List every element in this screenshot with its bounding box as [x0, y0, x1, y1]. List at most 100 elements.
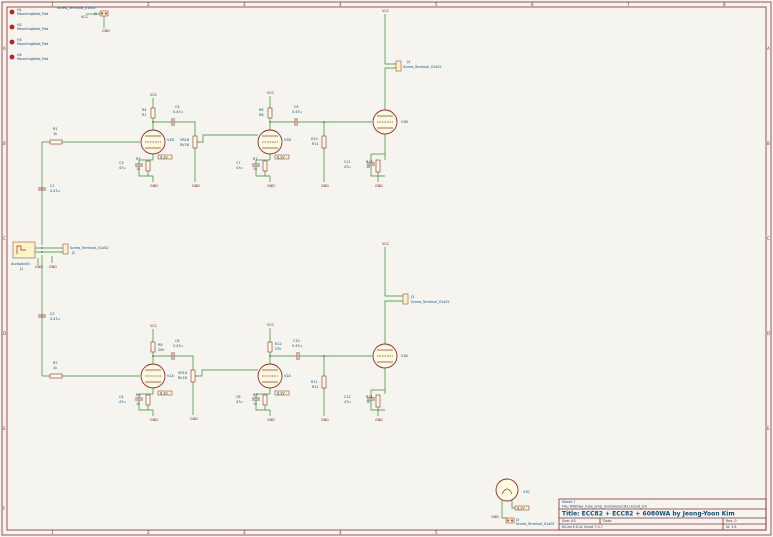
r6-value: R8	[259, 113, 264, 117]
r3-value: 1k	[136, 167, 140, 171]
resistor-r2	[49, 373, 63, 379]
vcc-label: VCC	[382, 242, 390, 246]
sheet-label: Sheet: /	[562, 500, 576, 504]
wire	[174, 121, 196, 136]
gnd-label: GND	[150, 184, 158, 188]
grid-row-c-right: C	[767, 236, 770, 241]
r10-ref: R10	[311, 137, 318, 141]
resistor-r5	[145, 394, 151, 406]
h2-value: MountingHole_Pad	[17, 27, 48, 31]
gnd-label: GND	[267, 184, 275, 188]
size-label: Size: A3	[562, 519, 576, 523]
wire	[501, 510, 507, 519]
heater-6v3-label: 6.3V	[517, 507, 525, 511]
grid-col-3-bottom: 3	[243, 530, 246, 535]
wire	[384, 67, 396, 110]
output-terminal-bottom-value: Screw_Terminal_01x02	[411, 300, 450, 304]
v3c-ref: V3C	[523, 490, 530, 494]
resistor-r13	[375, 159, 381, 173]
mounting-hole-icon	[9, 24, 15, 30]
grid-row-f: F	[3, 506, 6, 511]
grid-col-8: 8	[723, 2, 726, 7]
gnd-label: GND	[267, 418, 275, 422]
r14-ref: R14	[366, 395, 373, 399]
c8-value: 47u	[236, 400, 242, 404]
r7-ref: R7	[253, 157, 258, 161]
grid-labels: 1 2 3 4 5 6 7 8 1 2 3 4 5 A B C D E F A …	[3, 2, 770, 535]
vcc-label: VCC	[150, 324, 158, 328]
r10-value: R11	[312, 142, 319, 146]
h3-ref: H3	[17, 38, 22, 42]
r11-value: R12	[312, 385, 319, 389]
top-v1-6v3-label: 6.3V	[160, 156, 168, 160]
bottom-channel: C2 0.47u R2 1k V1A VCC R8 20k C6 0.47u V…	[38, 242, 450, 422]
resistor-r4	[150, 107, 156, 119]
h1-ref: H1	[17, 8, 22, 12]
c2-value: 0.47u	[50, 317, 60, 321]
gnd-label: GND	[150, 418, 158, 422]
mounting-hole-icon	[9, 54, 15, 60]
grid-col-1-bottom: 1	[51, 530, 54, 535]
grid-col-5: 5	[435, 2, 438, 7]
power-input-connector: Screw_Terminal_01x02 J5 VCC GND	[57, 6, 110, 33]
grid-col-4-bottom: 4	[339, 530, 342, 535]
resistor-r1	[49, 139, 63, 145]
gnd-label: GND	[35, 265, 43, 269]
net-label-6v3	[274, 390, 290, 396]
r6-ref: R6	[259, 108, 264, 112]
junction	[41, 251, 43, 253]
r1-value: 1k	[53, 132, 57, 136]
c3-ref: C3	[119, 161, 124, 165]
resistor-r14	[375, 394, 381, 408]
grid-row-c: C	[3, 236, 6, 241]
sheet-id-label: Id: 1/1	[726, 525, 737, 529]
input-audio-jack: AudioJack3 J1 Screw_Terminal_01x02 J2 GN…	[11, 142, 109, 376]
resistor-r6	[267, 107, 273, 119]
r7-value: 1k	[253, 167, 257, 171]
gnd-label: GND	[375, 418, 383, 422]
wire	[370, 165, 385, 177]
r14-value: 1k	[366, 400, 370, 404]
gnd-label: GND	[491, 515, 499, 519]
inner-frame	[6, 6, 767, 531]
bottom-v1-6v3-label: 6.3V	[160, 392, 168, 396]
r3-ref: R3	[136, 157, 141, 161]
junction	[41, 247, 43, 249]
gnd-label: GND	[49, 265, 57, 269]
c9-ref: C9	[294, 105, 299, 109]
h3-value: MountingHole_Pad	[17, 42, 48, 46]
r2-value: 1k	[53, 366, 57, 370]
resistor-r11	[321, 375, 327, 389]
r8-ref: R8	[158, 343, 163, 347]
title-block-frame	[558, 498, 767, 531]
r13-value: 1k	[366, 165, 370, 169]
tube-v3c-heater	[495, 478, 519, 502]
grid-col-4: 4	[339, 2, 342, 7]
screw-terminal-icon	[505, 517, 515, 524]
c5-ref: C5	[175, 105, 180, 109]
terminal-pin	[510, 519, 514, 522]
c12-ref: C12	[344, 395, 351, 399]
grid-row-a-right: A	[767, 46, 770, 51]
r8-value: 20k	[158, 348, 164, 352]
grid-row-b-right: B	[767, 141, 770, 146]
gnd-label: GND	[190, 417, 198, 421]
heater-terminal-ref: J3	[515, 518, 519, 522]
resistor-r8	[150, 341, 156, 353]
c1-value: 0.47u	[50, 189, 60, 193]
gnd-label: GND	[192, 184, 200, 188]
output-terminal-top-value: Screw_Terminal_01x02	[403, 65, 442, 69]
vr1a-ref: VR1A	[178, 371, 188, 375]
r12-ref: R12	[275, 342, 282, 346]
output-terminal-top-ref: J4	[406, 60, 410, 64]
v3a-ref: V3A	[401, 354, 408, 358]
gnd-label: GND	[375, 184, 383, 188]
c3-value: 47u	[119, 166, 125, 170]
jack-symbol	[16, 245, 26, 254]
resistor-r9	[262, 394, 268, 406]
resistor-r12	[267, 341, 273, 353]
vcc-label: VCC	[267, 323, 275, 327]
mounting-hole-icon	[9, 39, 15, 45]
net-label-6v3	[157, 154, 173, 160]
